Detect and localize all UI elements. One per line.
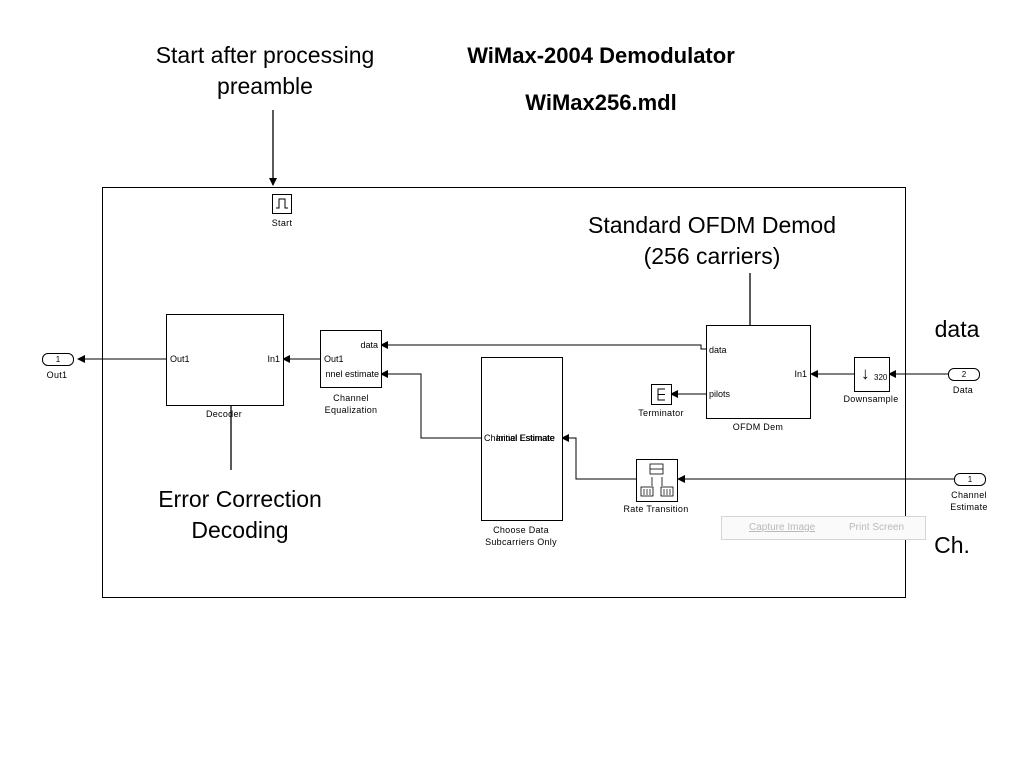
decoder-in-port: In1 [267, 354, 280, 364]
ofdm-pilots-port: pilots [709, 389, 731, 399]
channel-equalization-label: Channel Equalization [324, 393, 378, 415]
rate-transition-label: Rate Transition [623, 504, 689, 514]
channel-estimate-label: Channel Estimate [950, 490, 988, 512]
choose-data-block[interactable]: Channel Estimate Initial Estimate [481, 357, 563, 521]
context-menu[interactable]: Capture Image Print Screen [721, 516, 926, 540]
start-block[interactable] [272, 194, 292, 214]
print-screen-item[interactable]: Print Screen [849, 522, 905, 533]
data-port[interactable]: 2 [948, 368, 980, 381]
wire-rate-choose [561, 434, 636, 480]
downsample-block[interactable]: ↓ 320 [854, 357, 890, 392]
start-label: Start [271, 218, 293, 228]
terminator-icon [657, 388, 665, 401]
model-filename: WiMax256.mdl [525, 90, 677, 115]
ofdm-dem-block[interactable]: data In1 pilots [706, 325, 811, 419]
rate-transition-block[interactable] [636, 459, 678, 502]
eq-out-port: Out1 [324, 354, 344, 364]
wire-ofdm-data [380, 341, 706, 350]
choose-initial-port: Initial Estimate [496, 433, 555, 443]
ofdm-data-port: data [709, 345, 727, 355]
terminator-label: Terminator [638, 408, 684, 418]
downsample-label: Downsample [843, 394, 899, 404]
ofdm-note: Standard OFDM Demod (256 carriers) [588, 212, 836, 269]
pulse-icon [276, 198, 288, 209]
capture-image-item[interactable]: Capture Image [749, 522, 816, 533]
downsample-factor: 320 [874, 373, 888, 382]
ch-note: Ch. [934, 532, 970, 558]
data-port-label: Data [952, 385, 974, 395]
eq-data-port: data [360, 340, 378, 350]
rate-transition-icon [640, 463, 674, 497]
model-canvas[interactable] [102, 187, 906, 598]
choose-chest-port: Channel Estimate [484, 433, 556, 443]
ofdm-in-port: In1 [794, 369, 807, 379]
decoder-out-port: Out1 [170, 354, 190, 364]
decoder-label: Decoder [205, 409, 243, 419]
decoding-note: Error Correction Decoding [158, 486, 322, 543]
wire-choose-chest [380, 370, 481, 439]
eq-chest-port: nnel estimate [325, 369, 379, 379]
terminator-block[interactable] [651, 384, 672, 405]
ofdm-dem-label: OFDM Dem [732, 422, 784, 432]
start-note: Start after processing preamble [155, 42, 375, 99]
channel-estimate-port[interactable]: 1 [954, 473, 986, 486]
down-arrow-icon: ↓ [861, 364, 870, 383]
out1-port[interactable]: 1 [42, 353, 74, 366]
choose-data-label: Choose Data Subcarriers Only [485, 525, 557, 547]
data-note: data [934, 316, 980, 342]
out1-label: Out1 [46, 370, 68, 380]
decoder-block[interactable]: Out1 In1 [166, 314, 284, 406]
diagram-title: WiMax-2004 Demodulator [467, 43, 735, 68]
channel-equalization-block[interactable]: data Out1 nnel estimate [320, 330, 382, 388]
